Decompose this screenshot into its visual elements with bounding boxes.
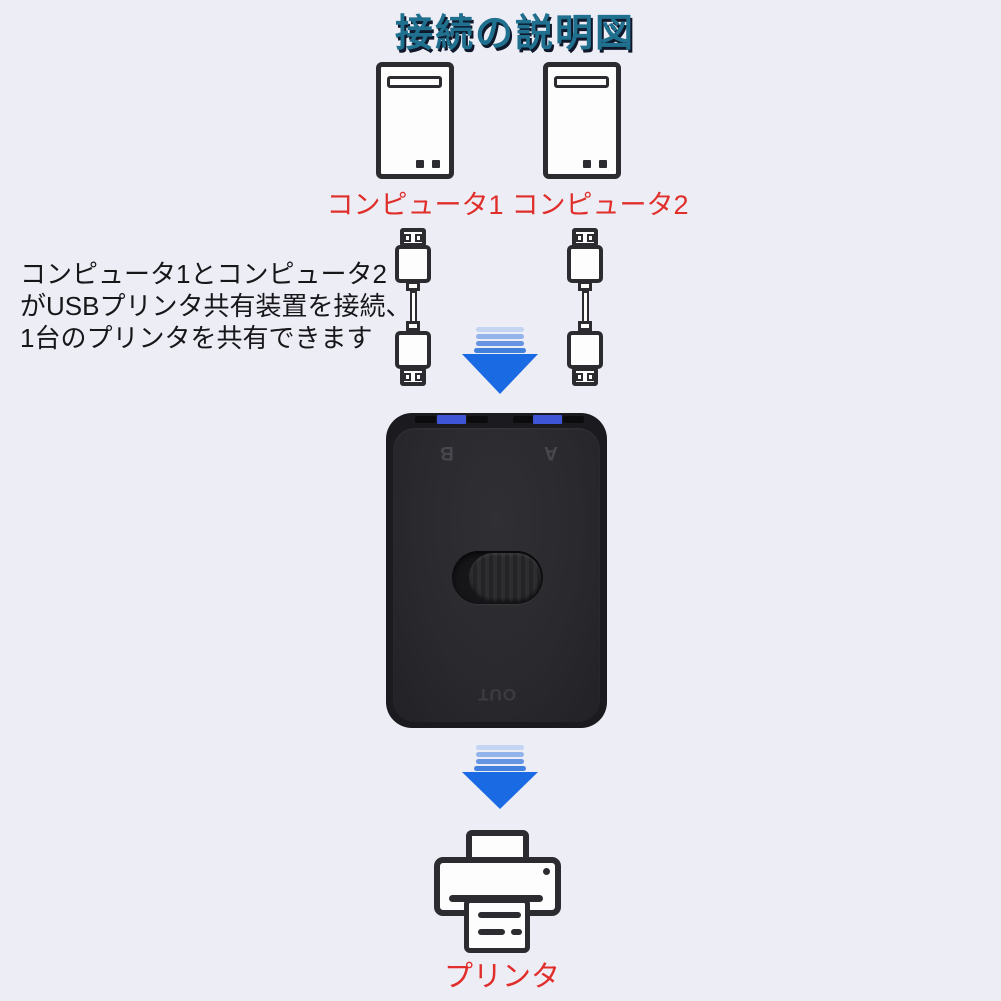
arrow-bar bbox=[476, 745, 524, 750]
arrow-bar bbox=[476, 334, 524, 339]
arrow-bar bbox=[476, 759, 524, 764]
usb-plug-body-icon bbox=[567, 245, 603, 283]
printer-led-icon bbox=[543, 868, 550, 875]
port-label-a: A bbox=[544, 442, 558, 463]
arrow-head bbox=[462, 772, 538, 809]
usb-port-b-icon bbox=[437, 415, 466, 424]
selector-slider bbox=[452, 551, 543, 604]
usb-pin-hole bbox=[404, 372, 411, 381]
arrow-bar bbox=[474, 348, 526, 353]
computer-1-icon bbox=[376, 62, 454, 179]
usb-switch-device: B A OUT bbox=[386, 413, 607, 728]
printer-slot-icon bbox=[449, 895, 543, 902]
printer-icon bbox=[433, 827, 563, 957]
power-dot-icon bbox=[583, 160, 591, 168]
usb-cable-1-icon bbox=[393, 228, 433, 386]
usb-plug-body-icon bbox=[395, 245, 431, 283]
down-arrow-top-icon bbox=[462, 327, 538, 394]
slider-knob bbox=[469, 553, 541, 602]
usb-pin-hole bbox=[587, 233, 594, 242]
power-dot-icon bbox=[416, 160, 424, 168]
power-dot-icon bbox=[432, 160, 440, 168]
usb-plug-body-icon bbox=[395, 331, 431, 369]
usb-port-a-icon bbox=[533, 415, 562, 424]
page-title: 接続の説明図 bbox=[394, 13, 636, 55]
arrow-bar bbox=[476, 752, 524, 757]
arrow-head bbox=[462, 354, 538, 394]
down-arrow-bottom-icon bbox=[462, 745, 538, 809]
usb-plug-neck-icon bbox=[406, 321, 420, 331]
drive-slot-icon bbox=[554, 76, 609, 88]
out-label: OUT bbox=[477, 685, 516, 704]
usb-plug-tip-icon bbox=[400, 367, 426, 386]
usb-plug-tip-icon bbox=[572, 367, 598, 386]
usb-port-slot-icon bbox=[415, 416, 436, 423]
usb-cord-icon bbox=[409, 291, 417, 323]
arrow-bar bbox=[476, 341, 524, 346]
power-dot-icon bbox=[599, 160, 607, 168]
paper-text-line bbox=[478, 912, 521, 918]
printer-paper-icon bbox=[464, 898, 530, 953]
usb-pin-hole bbox=[587, 372, 594, 381]
usb-pin-hole bbox=[576, 372, 583, 381]
computer-1-label: コンピュータ1 bbox=[326, 190, 504, 220]
usb-plug-body-icon bbox=[567, 331, 603, 369]
usb-plug-neck-icon bbox=[578, 321, 592, 331]
usb-pin-hole bbox=[415, 372, 422, 381]
usb-cord-icon bbox=[581, 291, 589, 323]
usb-port-slot-icon bbox=[563, 416, 584, 423]
drive-slot-icon bbox=[387, 76, 442, 88]
usb-port-slot-icon bbox=[513, 416, 534, 423]
usb-port-slot-icon bbox=[467, 416, 488, 423]
arrow-bar bbox=[474, 766, 526, 771]
arrow-bar bbox=[476, 327, 524, 332]
port-label-b: B bbox=[440, 442, 454, 463]
usb-plug-neck-icon bbox=[406, 281, 420, 291]
description-text: コンピュータ1とコンピュータ2 がUSBプリンタ共有装置を接続、 1台のプリンタ… bbox=[20, 259, 412, 353]
computer-2-icon bbox=[543, 62, 621, 179]
printer-label: プリンタ bbox=[443, 961, 560, 993]
paper-text-line bbox=[478, 929, 505, 935]
usb-pin-hole bbox=[576, 233, 583, 242]
usb-cable-2-icon bbox=[565, 228, 605, 386]
usb-pin-hole bbox=[415, 233, 422, 242]
usb-plug-neck-icon bbox=[578, 281, 592, 291]
paper-text-line bbox=[511, 929, 522, 935]
usb-pin-hole bbox=[404, 233, 411, 242]
computer-2-label: コンピュータ2 bbox=[511, 190, 689, 220]
